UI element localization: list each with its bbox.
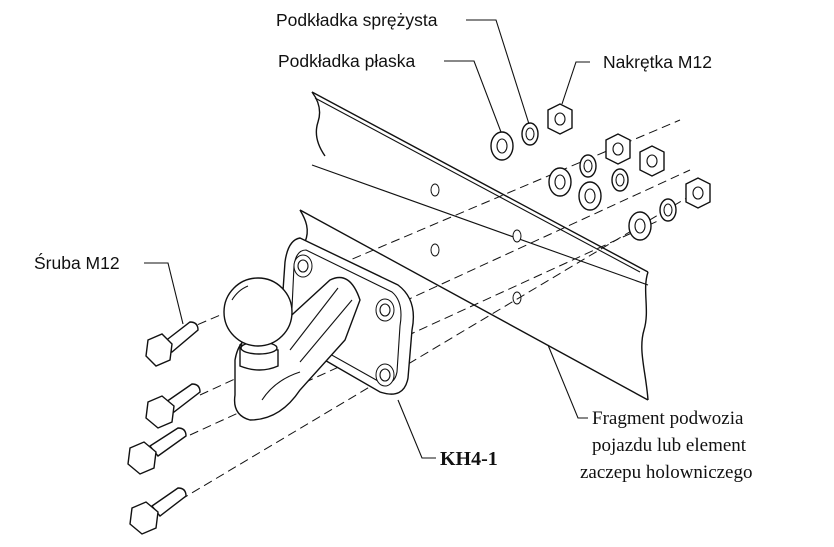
flat-washer — [548, 167, 572, 197]
nut — [639, 145, 665, 177]
label-nut: Nakrętka M12 — [603, 52, 712, 72]
spring-washer — [611, 168, 629, 192]
flange-hole — [293, 254, 313, 278]
flat-washer — [578, 181, 602, 211]
nut — [605, 133, 631, 165]
label-chassis-line2: pojazdu lub element — [592, 435, 747, 456]
leader-chassis — [547, 344, 588, 419]
spring-washer — [579, 154, 597, 178]
label-spring-washer: Podkładka sprężysta — [276, 10, 438, 30]
beam-hole — [512, 229, 522, 243]
leader-lines — [144, 19, 590, 459]
leader-part-code — [397, 399, 436, 459]
spring-washer — [521, 122, 539, 146]
flange-hole — [375, 298, 395, 322]
fastener-set-top — [490, 103, 573, 161]
beam-hole — [430, 243, 440, 257]
bolt — [145, 321, 199, 367]
leader-nut — [561, 61, 590, 105]
fastener-set-mid — [548, 133, 631, 197]
spring-washer — [659, 198, 677, 222]
bolt — [129, 487, 187, 535]
tow-ball — [223, 277, 293, 347]
bolt — [145, 383, 201, 429]
leader-flat-washer — [444, 60, 502, 133]
nut — [685, 177, 711, 209]
tow-hitch — [223, 237, 415, 421]
bolts — [127, 321, 201, 535]
chassis-beam — [299, 91, 649, 401]
label-chassis-line3: zaczepu holowniczego — [580, 462, 753, 483]
flat-washer — [490, 131, 514, 161]
label-chassis-line1: Fragment podwozia — [592, 408, 744, 429]
nut — [547, 103, 573, 135]
beam-hole — [430, 183, 440, 197]
flat-washer — [628, 211, 652, 241]
label-flat-washer: Podkładka płaska — [278, 51, 415, 71]
label-bolt: Śruba M12 — [34, 252, 120, 273]
fastener-set-mid2 — [578, 145, 665, 211]
label-part-code: KH4-1 — [440, 448, 498, 470]
leader-bolt — [144, 262, 184, 325]
fastener-set-bottom — [628, 177, 711, 241]
bolt — [127, 427, 187, 475]
flange-hole — [375, 363, 395, 387]
leader-spring-washer — [466, 19, 530, 125]
beam-hole — [512, 291, 522, 305]
